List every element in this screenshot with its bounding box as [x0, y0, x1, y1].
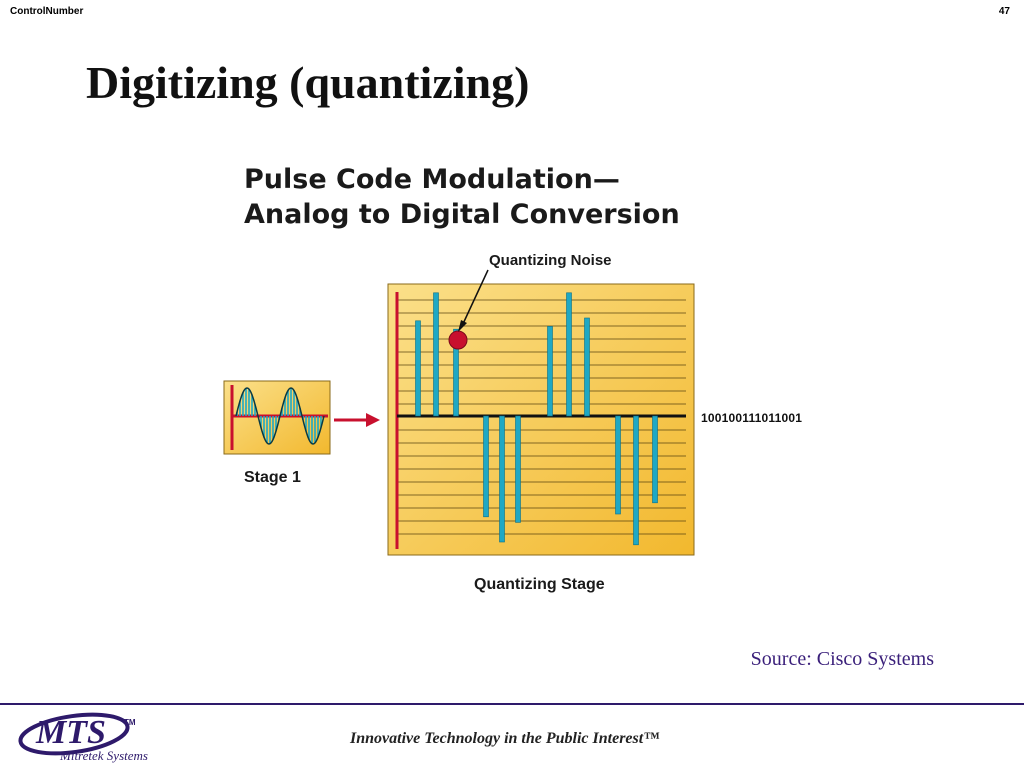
header-control-number: ControlNumber [10, 6, 84, 17]
sample-bar [415, 320, 421, 417]
sample-bar [633, 415, 639, 546]
stage-arrow [334, 413, 380, 427]
page-number: 47 [998, 6, 1010, 17]
quantizing-panel-bg [387, 283, 695, 556]
sample-bar [515, 415, 521, 523]
sample-bar [584, 317, 590, 417]
figure-title-line-2: Analog to Digital Conversion [244, 199, 680, 230]
arrow-head [366, 413, 380, 427]
sample-bar [652, 415, 658, 504]
logo-swoosh [18, 712, 130, 756]
sample-bar [453, 328, 459, 417]
stage1-sine-wave [235, 387, 325, 445]
callout-arrow-line [461, 269, 489, 327]
source-citation: Source: Cisco Systems [750, 648, 934, 670]
mts-logo: MTS TM Mitretek Systems [16, 708, 176, 766]
stage1-panel [223, 380, 331, 455]
figure-title: Pulse Code Modulation— Analog to Digital… [244, 162, 680, 232]
logo-subtitle: Mitretek Systems [60, 748, 148, 763]
stage1-sine-curve [235, 387, 325, 445]
sample-bar [433, 292, 439, 417]
footer-divider [0, 703, 1024, 705]
figure-title-line-1: Pulse Code Modulation— [244, 164, 620, 195]
binary-output: 100100111011001 [701, 411, 803, 425]
slide-title: Digitizing (quantizing) [86, 57, 530, 108]
quantizing-panel [387, 283, 695, 556]
logo-trademark: TM [124, 718, 136, 727]
sample-bar [566, 292, 572, 417]
sample-bar [547, 326, 553, 417]
logo-wordmark: MTS [36, 714, 106, 751]
sample-bar [499, 415, 505, 543]
callout-arrow-head [458, 320, 467, 332]
quantizing-noise-label: Quantizing Noise [489, 252, 612, 269]
quantizing-noise-dot [448, 330, 468, 350]
sample-bar [483, 415, 489, 518]
sample-bars [415, 292, 658, 546]
callout-arrow [458, 269, 489, 332]
quantizing-stage-label: Quantizing Stage [474, 576, 605, 593]
stage1-label: Stage 1 [244, 469, 301, 486]
sample-bar [615, 415, 621, 515]
footer-tagline: Innovative Technology in the Public Inte… [350, 730, 660, 747]
